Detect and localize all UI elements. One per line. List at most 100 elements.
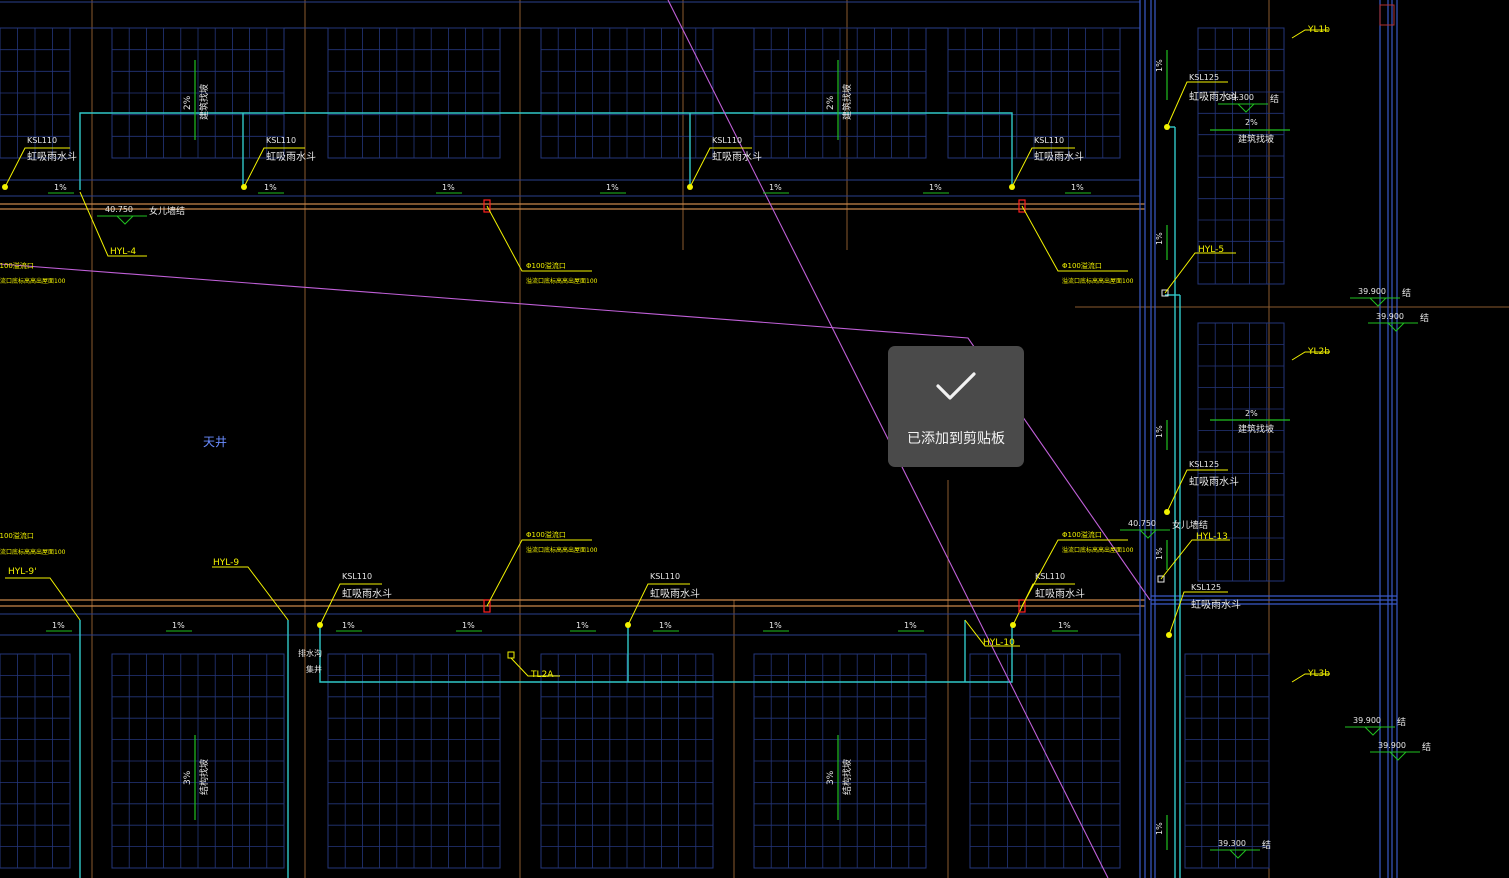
leader-line bbox=[486, 539, 592, 607]
cad-label: KSL110 bbox=[1035, 572, 1065, 581]
slope-label: 1% bbox=[769, 621, 782, 630]
roof-panel-grid bbox=[1184, 653, 1270, 869]
slope-label: 1% bbox=[659, 621, 672, 630]
cad-label: 虹吸雨水斗 bbox=[712, 151, 762, 163]
cad-label: KSL110 bbox=[1034, 136, 1064, 145]
cad-label: 虹吸雨水斗 bbox=[1035, 588, 1085, 600]
overflow-sublabel: 溢流口底标高高出屋面100 bbox=[1062, 546, 1134, 554]
cad-label: KSL110 bbox=[27, 136, 57, 145]
elevation-value: 39.300 bbox=[1218, 839, 1246, 848]
leader-line bbox=[1166, 81, 1228, 128]
cad-label: 1% bbox=[1155, 822, 1164, 835]
cad-label: KSL110 bbox=[712, 136, 742, 145]
overflow-outlet-icon bbox=[1018, 599, 1026, 613]
cad-label: 溢流口底标高高出屋面100 bbox=[0, 548, 66, 556]
cad-label: HYL-4 bbox=[110, 247, 136, 257]
elevation-value: 39.900 bbox=[1353, 716, 1381, 725]
cad-label: Φ100溢流口 bbox=[0, 531, 34, 540]
beam-top bbox=[0, 203, 1145, 210]
elevation-value: 39.900 bbox=[1358, 287, 1386, 296]
cad-label: YL3b bbox=[1307, 669, 1330, 679]
leader-line bbox=[243, 147, 305, 188]
roof-panel-grid bbox=[753, 653, 927, 869]
cad-label: 1% bbox=[1155, 547, 1164, 560]
cad-label: 1% bbox=[1155, 425, 1164, 438]
cad-label: 1% bbox=[1155, 232, 1164, 245]
roof-panel-grid bbox=[327, 653, 501, 869]
toast-message: 已添加到剪贴板 bbox=[907, 431, 1005, 447]
cad-label: 结构找坡 bbox=[198, 759, 210, 795]
elevation-value: 40.750 bbox=[1128, 519, 1156, 528]
cad-annotations: KSL110 虹吸雨水斗 KSL110 虹吸雨水斗 KSL110 虹吸雨水斗 KSL110 虹… bbox=[0, 25, 1431, 859]
elevation-note: 女儿墙结 bbox=[1172, 519, 1208, 531]
overflow-sublabel: 溢流口底标高高出屋面100 bbox=[1062, 277, 1134, 285]
elevation-value: 39.300 bbox=[1226, 93, 1254, 102]
elevation-note: 结 bbox=[1420, 312, 1429, 324]
elevation-value: 39.900 bbox=[1376, 312, 1404, 321]
cad-label: 虹吸雨水斗 bbox=[266, 151, 316, 163]
leader-line bbox=[1021, 205, 1128, 272]
roof-panel-grid bbox=[969, 653, 1121, 869]
roof-panel-grid bbox=[1197, 27, 1285, 285]
leader-line bbox=[1291, 29, 1328, 39]
leader-line bbox=[1011, 147, 1075, 188]
cad-label: TL2A bbox=[530, 670, 554, 680]
slope-label: 1% bbox=[172, 621, 185, 630]
slope-label: 1% bbox=[52, 621, 65, 630]
leader-line bbox=[1164, 252, 1236, 294]
cad-label: 虹吸雨水斗 bbox=[27, 151, 77, 163]
elevation-note: 结 bbox=[1397, 716, 1406, 728]
cad-label: 虹吸雨水斗 bbox=[650, 588, 700, 600]
cad-label: 集井 bbox=[306, 664, 322, 674]
cad-label: HYL-9' bbox=[8, 567, 37, 577]
cad-label: 建筑找坡 bbox=[1238, 423, 1274, 435]
cad-label: KSL125 bbox=[1189, 73, 1219, 82]
hatch-box bbox=[1379, 4, 1395, 26]
cad-label: 虹吸雨水斗 bbox=[1191, 599, 1241, 611]
cad-label: 结构找坡 bbox=[841, 759, 853, 795]
roof-panel-grid bbox=[540, 27, 714, 159]
cad-label: Φ100溢流口 bbox=[0, 261, 34, 270]
pipe-marker-icon bbox=[1157, 575, 1165, 583]
slope-label: 1% bbox=[929, 183, 942, 192]
overflow-outlet-icon bbox=[483, 199, 491, 213]
slope-label: 1% bbox=[606, 183, 619, 192]
right-wall bbox=[1139, 0, 1398, 878]
slope-label: 1% bbox=[576, 621, 589, 630]
roof-panel-grid bbox=[1197, 322, 1285, 582]
courtyard-label: 天井 bbox=[203, 435, 227, 449]
leader-line bbox=[1012, 583, 1075, 626]
leader-line bbox=[689, 147, 752, 188]
cad-label: KSL125 bbox=[1189, 460, 1219, 469]
cad-label: KSL110 bbox=[342, 572, 372, 581]
elevation-note: 结 bbox=[1402, 287, 1411, 299]
cad-label: 建筑找坡 bbox=[841, 84, 853, 120]
overflow-outlet-icon bbox=[483, 599, 491, 613]
pipe-marker-icon bbox=[1161, 289, 1169, 297]
slope-label: 1% bbox=[54, 183, 67, 192]
cad-label: 2% bbox=[1245, 118, 1258, 127]
slope-label: 1% bbox=[1071, 183, 1084, 192]
slope-label: 1% bbox=[1058, 621, 1071, 630]
cad-label: 2% bbox=[183, 95, 193, 110]
roof-panel-grid bbox=[111, 27, 285, 159]
cad-label: 虹吸雨水斗 bbox=[342, 588, 392, 600]
roof-panel-grid bbox=[111, 653, 285, 869]
overflow-label: Φ100溢流口 bbox=[1062, 530, 1102, 539]
elevation-note: 女儿墙结 bbox=[149, 205, 185, 217]
leader-line bbox=[1160, 539, 1230, 580]
slope-label: 1% bbox=[462, 621, 475, 630]
cad-label: 虹吸雨水斗 bbox=[1189, 91, 1239, 103]
roof-panels bbox=[0, 27, 1285, 869]
cad-label: 2% bbox=[1245, 409, 1258, 418]
overflow-label: Φ100溢流口 bbox=[526, 261, 566, 270]
cad-label: KSL110 bbox=[266, 136, 296, 145]
cad-label: KSL125 bbox=[1191, 583, 1221, 592]
cad-label: HYL-5 bbox=[1198, 245, 1224, 255]
overflow-sublabel: 溢流口底标高高出屋面100 bbox=[526, 546, 598, 554]
cad-label: YL2b bbox=[1307, 347, 1330, 357]
cad-label: HYL-13 bbox=[1196, 532, 1228, 542]
elevation-value: 40.750 bbox=[105, 205, 133, 214]
checkmark-icon bbox=[936, 372, 976, 400]
